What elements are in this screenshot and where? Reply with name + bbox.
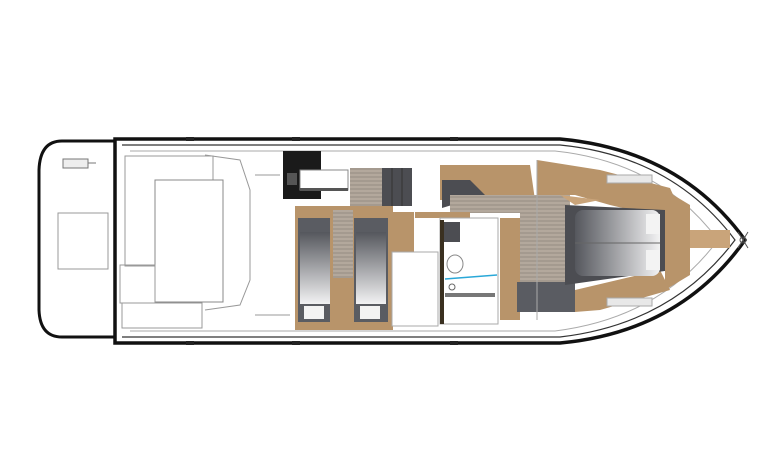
aft-cabin [295, 206, 393, 330]
cockpit [119, 154, 290, 329]
salon [415, 165, 535, 218]
berth-left [300, 232, 330, 304]
hull-inner-rail [122, 144, 736, 338]
forward-area [500, 160, 730, 320]
toilet-icon [446, 254, 464, 274]
head-compartment [439, 217, 499, 325]
cleat-icons [186, 137, 458, 345]
pillow-right [360, 306, 380, 319]
pillow-left [304, 306, 324, 319]
settee [517, 282, 575, 312]
shower-icon [448, 283, 456, 291]
companion-stairs [350, 168, 382, 206]
swim-platform [37, 139, 115, 339]
berth-right [356, 232, 386, 304]
bow-cleat-icon [737, 231, 749, 249]
platform-hatch [57, 212, 109, 270]
anchor-winch-icon [62, 158, 96, 169]
sink-icon [287, 173, 297, 185]
stair-steps [382, 168, 412, 206]
sink-icon [444, 222, 460, 242]
